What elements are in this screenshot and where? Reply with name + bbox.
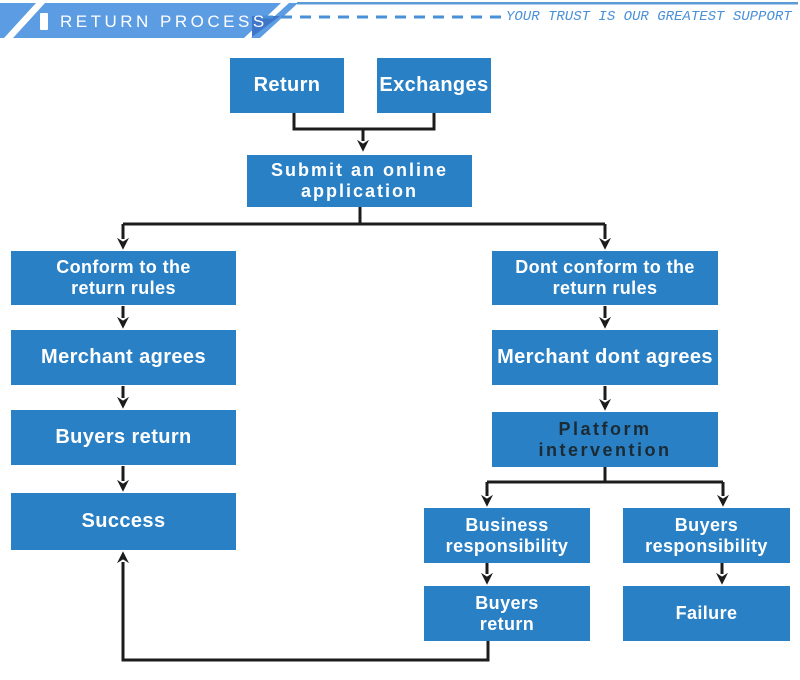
node-label: Merchant dont agrees	[497, 346, 713, 368]
header-top-rule	[297, 2, 798, 5]
node-exchanges: Exchanges	[377, 58, 491, 113]
node-label-line2: return rules	[552, 278, 658, 298]
node-label-line2: return rules	[71, 278, 176, 298]
node-label-line1: Buyers	[674, 514, 739, 535]
connector-return-exchanges-join	[292, 113, 436, 131]
node-label-line2: responsibility	[445, 535, 569, 556]
banner-fold-icon	[252, 16, 280, 37]
node-label: Success	[81, 510, 166, 532]
node-label-line2: intervention	[538, 439, 672, 460]
banner-shape	[0, 3, 281, 38]
node-success: Success	[11, 493, 236, 550]
node-failure: Failure	[623, 586, 790, 641]
node-label-line1: Submit an online	[270, 160, 448, 181]
page-title: RETURN PROCESS	[60, 12, 268, 31]
node-submit-application: Submit an online application	[247, 155, 472, 207]
header-tagline: YOUR TRUST IS OUR GREATEST SUPPORT	[506, 9, 792, 25]
node-merchant-dont-agrees: Merchant dont agrees	[492, 330, 718, 385]
node-label: Buyers return	[55, 426, 192, 448]
node-business-responsibility: Business responsibility	[424, 508, 590, 563]
banner-edge-band	[251, 3, 298, 38]
node-merchant-agrees: Merchant agrees	[11, 330, 236, 385]
banner-stripe	[4, 3, 45, 38]
node-label-line1: Conform to the	[56, 257, 191, 278]
node-return: Return	[230, 58, 344, 113]
header-banner	[0, 2, 798, 38]
node-label-line1: Business	[465, 514, 549, 535]
node-conform-rules: Conform to the return rules	[11, 251, 236, 305]
node-label-line1: Platform	[558, 418, 652, 439]
title-bar-icon	[40, 13, 48, 30]
node-label-line2: application	[300, 181, 418, 201]
node-label: Return	[253, 74, 321, 96]
node-buyers-return-left: Buyers return	[11, 410, 236, 465]
node-label-line2: responsibility	[645, 535, 768, 556]
node-label: Exchanges	[379, 74, 489, 96]
node-label-line1: Dont conform to the	[515, 257, 695, 278]
node-buyers-return-right: Buyers return	[424, 586, 590, 641]
node-buyers-responsibility: Buyers responsibility	[623, 508, 790, 563]
node-label-line2: return	[479, 613, 535, 634]
node-dont-conform-rules: Dont conform to the return rules	[492, 251, 718, 305]
node-label: Failure	[675, 603, 738, 624]
node-label: Merchant agrees	[41, 346, 206, 368]
node-platform-intervention: Platform intervention	[492, 412, 718, 467]
node-label-line1: Buyers	[475, 592, 539, 613]
